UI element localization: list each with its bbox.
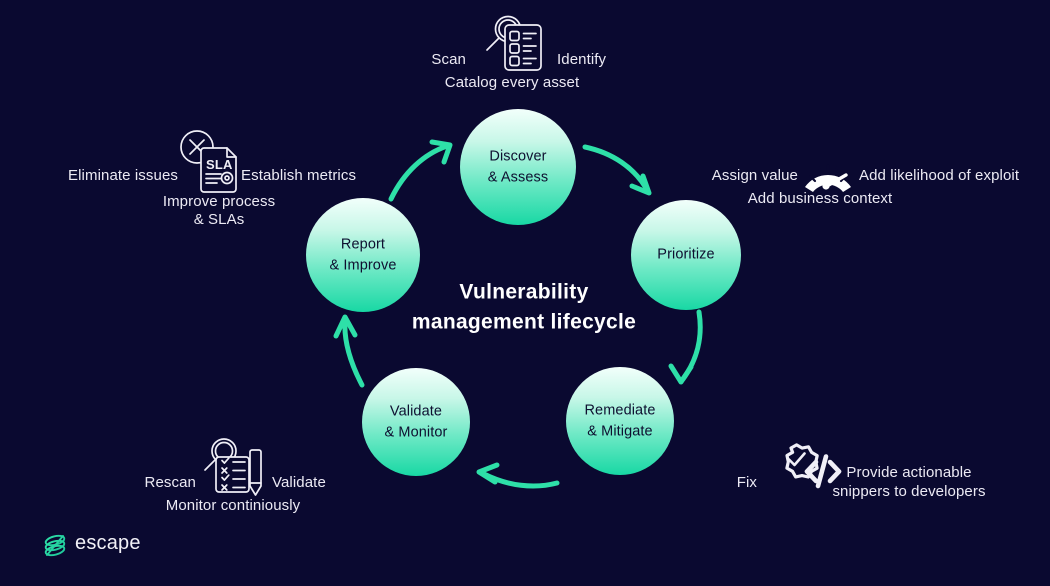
arrow-validate-to-report bbox=[333, 314, 365, 388]
callout-remediate-right-label-line1: Provide actionable bbox=[846, 464, 972, 481]
logo-wordmark: escape bbox=[75, 532, 141, 554]
node-label-discover-line1: Discover bbox=[489, 148, 547, 165]
node-label-report-line2: & Improve bbox=[329, 257, 397, 273]
arrow-report-to-discover bbox=[388, 139, 453, 202]
callout-remediate-left-label: Fix bbox=[736, 474, 757, 491]
node-label-validate-line1: Validate bbox=[389, 403, 443, 420]
gauge-icon bbox=[805, 164, 851, 192]
node-circle-validate[interactable] bbox=[362, 368, 470, 476]
callout-validate-right-label: Validate bbox=[272, 474, 326, 491]
node-label-discover[interactable]: Discover & Assess bbox=[488, 146, 548, 187]
escape-logo[interactable]: escape bbox=[44, 532, 141, 555]
center-title-line2: management lifecycle bbox=[411, 311, 637, 334]
arrow-prioritize-to-remediate bbox=[668, 309, 703, 385]
node-circle-report[interactable] bbox=[306, 198, 420, 312]
callout-scan-left-label: Scan bbox=[431, 51, 466, 68]
clipboard-magnifier-pencil-icon bbox=[204, 438, 262, 496]
arrow-remediate-to-validate bbox=[476, 462, 560, 489]
node-label-remediate-line2: & Mitigate bbox=[587, 423, 653, 439]
callout-report-right-label: Establish metrics bbox=[241, 167, 357, 184]
node-label-prioritize[interactable]: Prioritize bbox=[657, 245, 714, 266]
node-label-prioritize-line1: Prioritize bbox=[657, 246, 715, 263]
lifecycle-node-circles bbox=[306, 109, 741, 476]
node-circle-discover[interactable] bbox=[460, 109, 576, 225]
node-label-remediate-line1: Remediate bbox=[584, 402, 656, 419]
center-title-line1: Vulnerability bbox=[459, 280, 589, 304]
node-label-report[interactable]: Report & Improve bbox=[330, 234, 397, 275]
node-label-discover-line2: & Assess bbox=[487, 169, 549, 185]
escape-stacked-disc-icon bbox=[44, 534, 66, 557]
node-label-validate[interactable]: Validate & Monitor bbox=[385, 401, 448, 442]
node-label-report-line1: Report bbox=[340, 236, 386, 253]
callout-prioritize-right-label: Add likelihood of exploit bbox=[859, 167, 1020, 184]
node-label-remediate[interactable]: Remediate & Mitigate bbox=[584, 400, 655, 441]
badge-check-code-icon bbox=[785, 443, 842, 489]
page-title: Vulnerability management lifecycle bbox=[412, 278, 636, 339]
callout-prioritize-left-label: Assign value bbox=[711, 167, 798, 184]
node-label-validate-line2: & Monitor bbox=[384, 424, 448, 440]
callout-report-bottom-label-line2: & SLAs bbox=[193, 211, 245, 228]
callout-prioritize-bottom-label: Add business context bbox=[747, 190, 893, 207]
callout-remediate-right-label-line2: snippers to developers bbox=[832, 483, 986, 500]
callout-report-bottom-label-line1: Improve process bbox=[162, 193, 276, 210]
callout-validate-left-label: Rescan bbox=[144, 474, 196, 491]
arrow-discover-to-prioritize bbox=[582, 144, 652, 196]
callout-scan-bottom-label: Catalog every asset bbox=[444, 74, 580, 91]
callout-report-left-label: Eliminate issues bbox=[68, 167, 178, 184]
cycle-arrows bbox=[333, 139, 703, 489]
magnifier-checklist-icon bbox=[486, 15, 542, 71]
callout-scan-right-label: Identify bbox=[557, 51, 607, 68]
sla-document-icon: SLA bbox=[180, 130, 237, 193]
callout-validate-bottom-label: Monitor continiously bbox=[165, 497, 301, 514]
node-circle-prioritize[interactable] bbox=[631, 200, 741, 310]
svg-text:SLA: SLA bbox=[206, 157, 233, 172]
node-circle-remediate[interactable] bbox=[566, 367, 674, 475]
